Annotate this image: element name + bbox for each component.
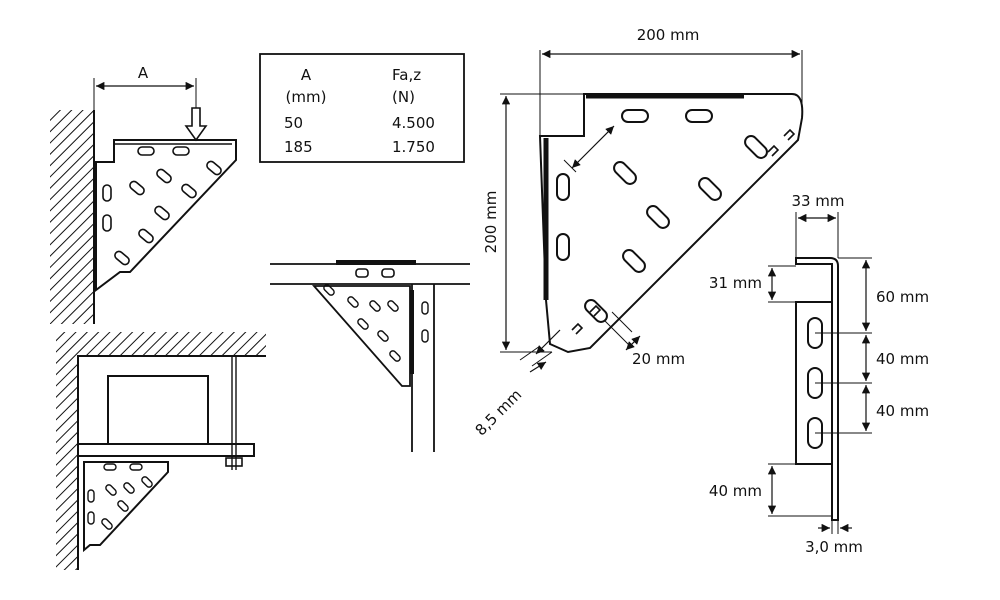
slot-offset-label: 20 mm (632, 350, 685, 368)
spacing-label-bottom: 40 mm (876, 402, 929, 420)
width-label: 200 mm (637, 26, 700, 44)
corner-mount-view (270, 260, 470, 452)
load-arrow-icon (184, 107, 208, 142)
flange-width-label: 33 mm (791, 192, 844, 210)
support-rail (77, 443, 255, 457)
main-bracket-view (500, 49, 804, 373)
table-header-a-unit: (mm) (286, 88, 327, 106)
table-cell: 4.500 (392, 114, 435, 132)
bracket-side-outline (95, 139, 237, 292)
dimension-a-label: A (138, 64, 149, 82)
side-view (767, 212, 872, 534)
load-table (259, 53, 465, 163)
spacing-label-top: 60 mm (876, 288, 929, 306)
table-cell: 185 (284, 138, 313, 156)
table-header-force-unit: (N) (392, 88, 415, 106)
table-cell: 50 (284, 114, 303, 132)
main-bracket-slots (556, 109, 768, 323)
wall-hatch (50, 110, 94, 324)
lower-bracket-outline (83, 461, 169, 553)
top-gap-label: 31 mm (709, 274, 762, 292)
edge-label: 8,5 mm (472, 386, 526, 440)
main-bracket-outline (538, 93, 804, 354)
table-cell: 1.750 (392, 138, 435, 156)
wall-mount-view (50, 78, 237, 324)
side-wall-hatch (56, 356, 78, 570)
bracket-slots (102, 146, 222, 266)
ceiling-hatch (56, 332, 266, 356)
equipment-box (107, 375, 209, 445)
spacing-label-middle: 40 mm (876, 350, 929, 368)
corner-bracket-outline (312, 285, 411, 387)
table-header-force: Fa,z (392, 66, 421, 84)
bottom-gap-label: 40 mm (709, 482, 762, 500)
height-label: 200 mm (482, 191, 500, 254)
thickness-label: 3,0 mm (805, 538, 863, 556)
ceiling-mount-view (56, 332, 266, 570)
table-header-a: A (301, 66, 312, 84)
